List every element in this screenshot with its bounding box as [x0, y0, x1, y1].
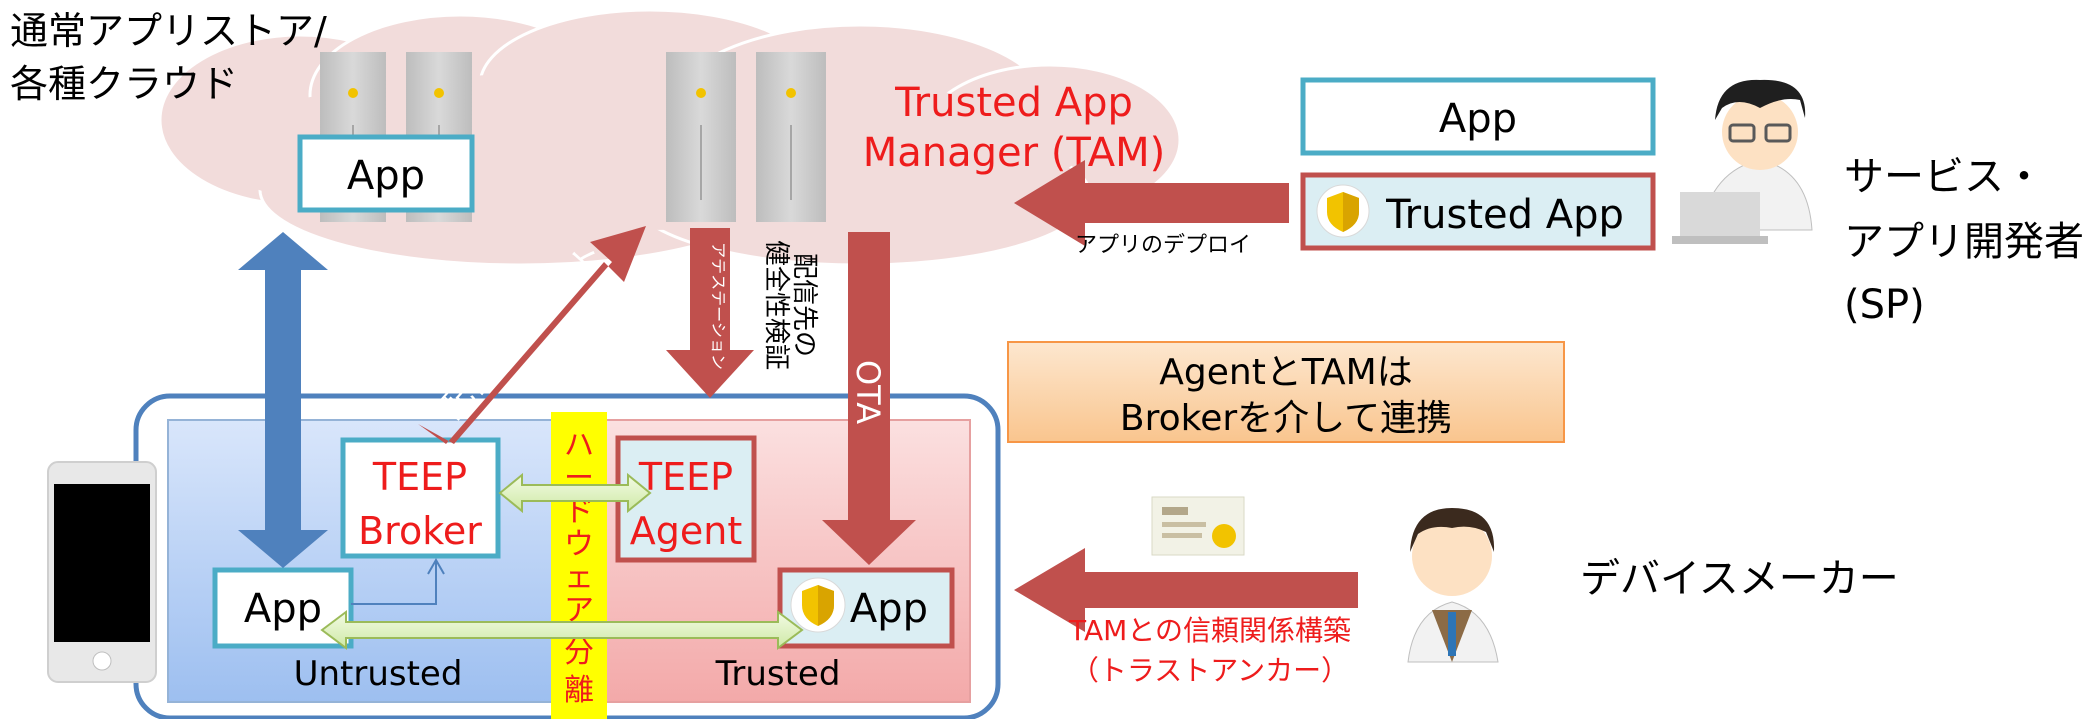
device-maker-avatar-icon: [1407, 508, 1499, 663]
app-broker-connector: [351, 560, 437, 605]
deploy-label: アプリのデプロイ: [1075, 233, 1251, 258]
health-check-line2: 健全性検証: [761, 240, 791, 370]
device-maker-label: デバイスメーカー: [1580, 556, 1899, 602]
trusted-label: Trusted: [715, 654, 841, 694]
store-app-label: App: [347, 153, 425, 199]
note-line1: AgentとTAMは: [1159, 352, 1412, 393]
note-box: [1007, 341, 1565, 443]
tam-title-line1: Trusted App: [894, 80, 1133, 126]
teep-agent-line2: Agent: [630, 509, 742, 553]
hw-separation-bar: [551, 412, 607, 719]
cloud-title-line1: 通常アプリストア/: [10, 9, 327, 53]
sp-label-line3: (SP): [1844, 282, 1925, 328]
svg-text:ハ: ハ: [564, 428, 594, 463]
store-app-box: [297, 134, 475, 213]
ota-label: OTA: [849, 360, 887, 424]
cloud-title-line2: 各種クラウド: [10, 62, 238, 106]
ota-arrow: [822, 232, 916, 565]
trust-anchor-line2: （トラストアンカー）: [1071, 654, 1349, 687]
smartphone-icon: [47, 461, 157, 683]
hw-separation-label: ハ ー ド ウ ェ ア 分 離: [564, 428, 594, 708]
shield-icon: [790, 577, 846, 633]
trusted-app-label: App: [850, 586, 928, 632]
sp-label-line2: アプリ開発者: [1844, 219, 2084, 265]
broker-agent-link-arrow: [498, 472, 652, 514]
trust-anchor-line1: TAMとの信頼関係構築: [1068, 614, 1351, 647]
sp-trusted-app-label: Trusted App: [1385, 192, 1624, 238]
teep-broker-box: [340, 437, 501, 559]
teep-broker-line2: Broker: [358, 509, 482, 553]
shield-icon: [1316, 184, 1370, 238]
sp-app-box: [1300, 77, 1656, 156]
attestation-arrow: [666, 228, 754, 398]
app-app-link-arrow: [320, 610, 804, 650]
svg-text:ウ: ウ: [564, 527, 594, 562]
teep-broker-line1: TEEP: [372, 455, 467, 499]
tam-title-line2: Manager (TAM): [863, 130, 1165, 176]
health-check-line1: 配信先の: [789, 253, 819, 357]
note-line2: Brokerを介して連携: [1120, 398, 1452, 439]
sp-app-label: App: [1439, 96, 1517, 142]
trust-anchor-arrow: [1014, 548, 1358, 632]
teep-agent-line1: TEEP: [638, 455, 733, 499]
developer-avatar-icon: [1672, 79, 1813, 244]
certificate-icon: [1151, 496, 1245, 556]
store-device-arrow: [238, 232, 328, 568]
svg-text:分: 分: [564, 635, 594, 670]
distribution-request-arrow: [418, 226, 646, 444]
untrusted-label: Untrusted: [294, 654, 463, 694]
svg-text:ェ: ェ: [564, 560, 594, 595]
svg-text:離: 離: [564, 673, 594, 708]
app-broker-arrowhead: [427, 557, 445, 575]
untrusted-app-label: App: [244, 586, 322, 632]
sp-label-line1: サービス・: [1844, 154, 2044, 200]
deploy-arrow: [1014, 160, 1289, 246]
attestation-label: アテステーション: [709, 242, 728, 370]
